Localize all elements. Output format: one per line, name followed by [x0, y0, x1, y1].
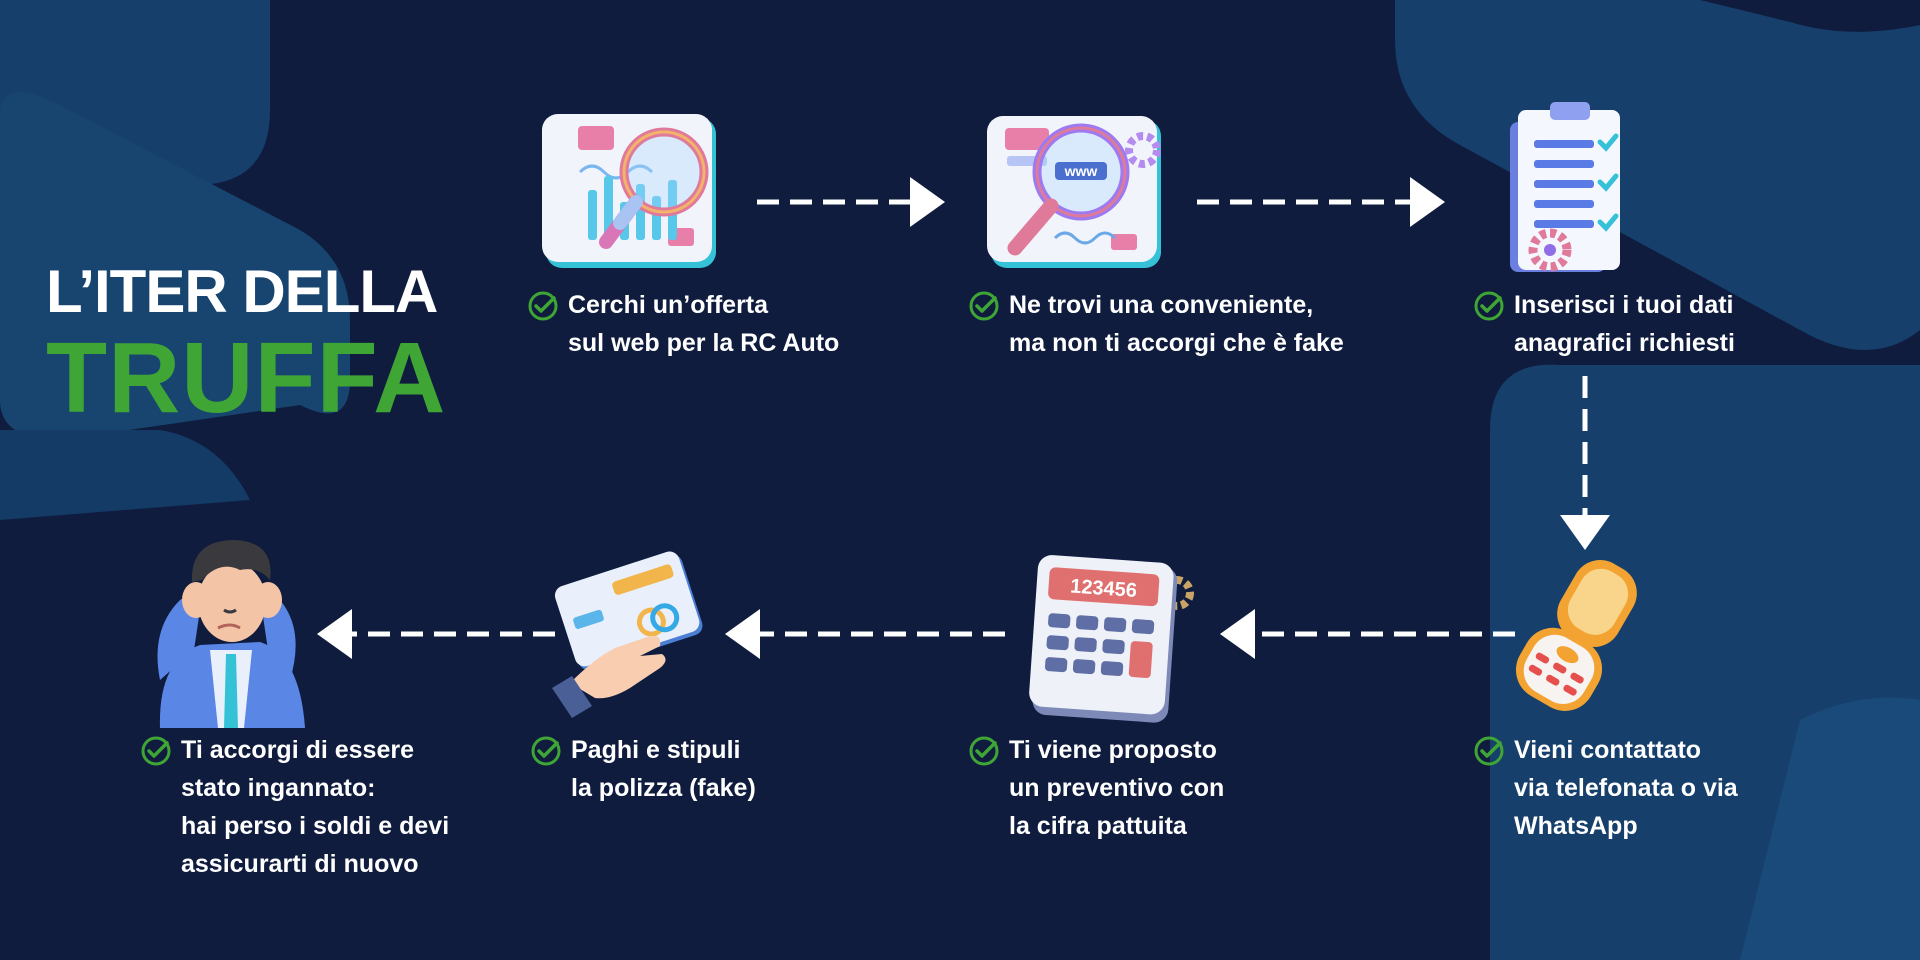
- calculator-icon: 123456: [1029, 555, 1194, 723]
- step-4-line-2: via telefonata o via: [1514, 774, 1738, 802]
- step-7-line-3: hai perso i soldi e devi: [181, 812, 450, 840]
- step-6-caption: Paghi e stipuli la polizza (fake): [530, 731, 756, 807]
- bg-shape-right-upper: [1395, 0, 1920, 350]
- calculator-display: 123456: [1070, 575, 1138, 602]
- step-7-line-1: Ti accorgi di essere: [181, 736, 414, 764]
- check-circle-icon: [141, 736, 171, 766]
- title-line-2: TRUFFA: [46, 322, 447, 434]
- bg-shape-right-top-notch: [1700, 0, 1920, 32]
- step-5-line-1: Ti viene proposto: [1009, 736, 1217, 764]
- step-3-line-1: Inserisci i tuoi dati: [1514, 291, 1734, 319]
- step-3-caption: Inserisci i tuoi dati anagrafici richies…: [1473, 286, 1735, 362]
- step-1-line-2: sul web per la RC Auto: [568, 329, 840, 357]
- svg-text:www: www: [1064, 163, 1098, 179]
- hand-card-icon: [552, 551, 703, 718]
- check-circle-icon: [531, 736, 561, 766]
- step-5-line-3: la cifra pattuita: [1009, 812, 1187, 840]
- step-1-caption: Cerchi un’offerta sul web per la RC Auto: [527, 286, 839, 362]
- step-5-line-2: un preventivo con: [1009, 774, 1225, 802]
- bg-shape-right-lower-accent: [1740, 697, 1920, 960]
- step-4-caption: Vieni contattato via telefonata o via Wh…: [1473, 731, 1738, 845]
- bg-shape-left-lower: [0, 430, 250, 520]
- worried-man-icon: [157, 540, 305, 728]
- step-6-line-2: la polizza (fake): [571, 774, 756, 802]
- step-7-line-2: stato ingannato:: [181, 774, 376, 802]
- step-2-line-2: ma non ti accorgi che è fake: [1009, 329, 1344, 357]
- step-7-caption: Ti accorgi di essere stato ingannato: ha…: [140, 731, 449, 883]
- check-circle-icon: [1474, 291, 1504, 321]
- title-line-1: L’ITER DELLA: [46, 258, 438, 325]
- step-6-line-1: Paghi e stipuli: [571, 736, 741, 764]
- magnifier-chart-icon: [542, 114, 716, 268]
- step-7-line-4: assicurarti di nuovo: [181, 850, 419, 878]
- check-circle-icon: [969, 736, 999, 766]
- step-3-line-2: anagrafici richiesti: [1514, 329, 1735, 357]
- check-circle-icon: [1474, 736, 1504, 766]
- step-5-caption: Ti viene proposto un preventivo con la c…: [968, 731, 1224, 845]
- step-2-line-1: Ne trovi una conveniente,: [1009, 291, 1314, 319]
- step-2-caption: Ne trovi una conveniente, ma non ti acco…: [968, 286, 1344, 362]
- magnifier-www-icon: www: [987, 116, 1161, 268]
- clipboard-checklist-icon: [1510, 102, 1620, 272]
- page-title: L’ITER DELLA TRUFFA: [46, 258, 447, 434]
- step-1-line-1: Cerchi un’offerta: [568, 291, 769, 319]
- bg-shape-left-middle: [0, 92, 350, 440]
- step-4-line-1: Vieni contattato: [1514, 736, 1702, 764]
- check-circle-icon: [528, 291, 558, 321]
- phone-icon: [1515, 560, 1637, 711]
- check-circle-icon: [969, 291, 999, 321]
- step-4-line-3: WhatsApp: [1514, 812, 1638, 840]
